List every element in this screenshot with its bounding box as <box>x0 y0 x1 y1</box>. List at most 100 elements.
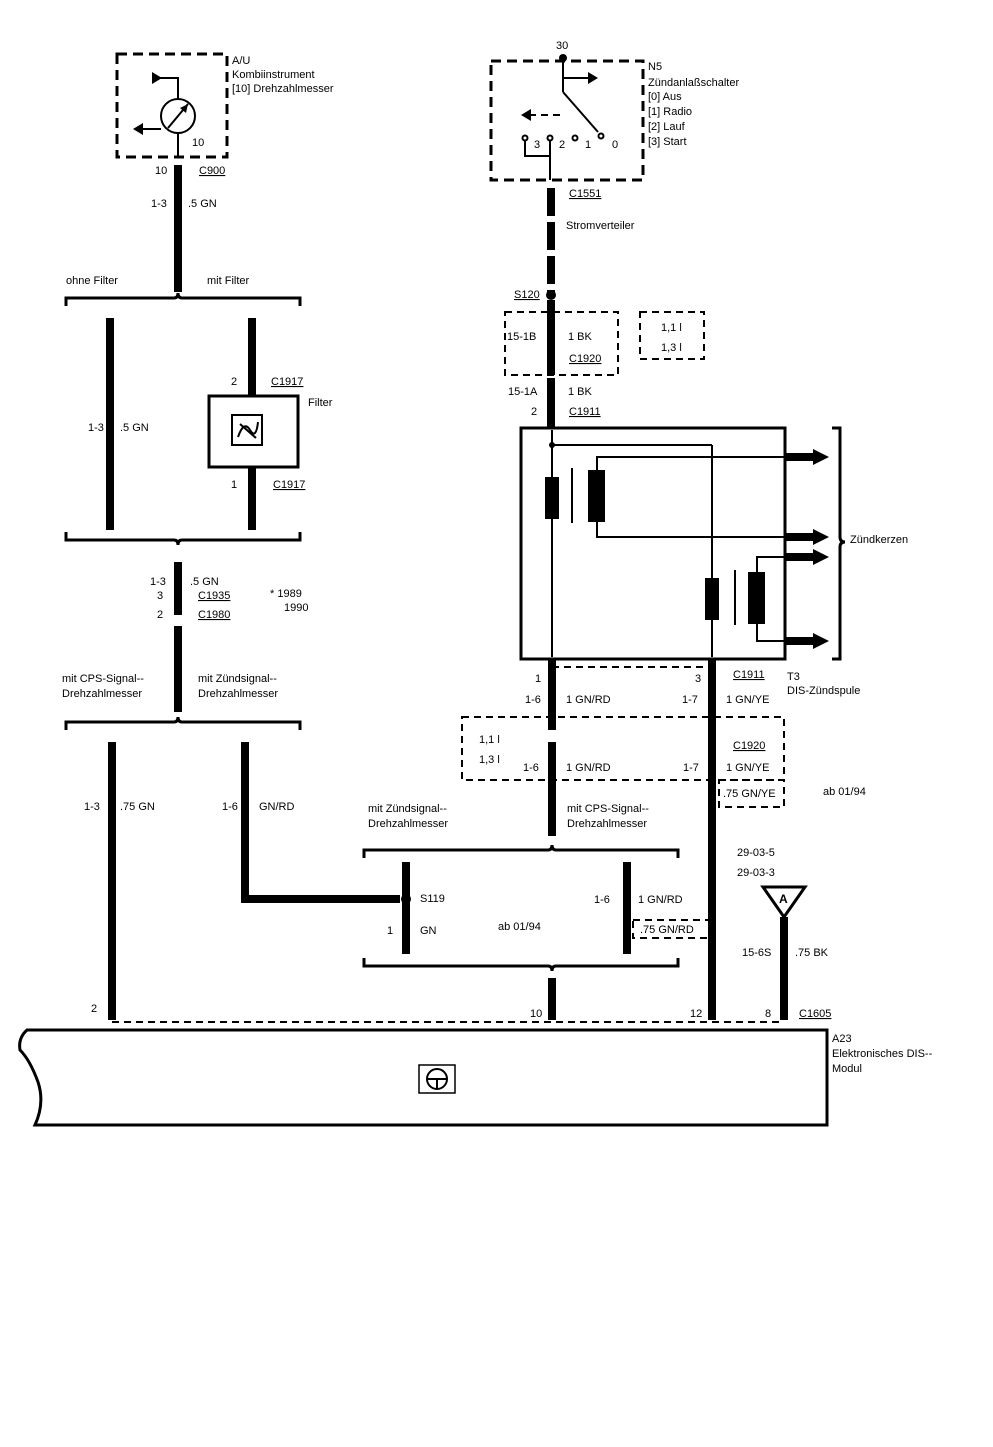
coil-spark: Zündkerzen <box>850 534 908 546</box>
instrument-pin-out: 10 <box>155 165 167 177</box>
power-opt2: 1,3 l <box>661 342 682 354</box>
variant-box-15-1b <box>504 311 619 376</box>
engine-since: ab 01/94 <box>823 786 866 798</box>
bracket-lower-bottom <box>362 958 680 972</box>
label-ign-signal-2: Drehzahlmesser <box>198 688 278 700</box>
instrument-box <box>115 52 229 159</box>
module-pin8: 8 <box>765 1008 771 1020</box>
filter-icon <box>231 414 263 446</box>
engine-c2: 1-7 <box>683 762 699 774</box>
switch-n2: 2 <box>559 139 565 151</box>
filter-label: Filter <box>308 397 333 409</box>
instrument-pin: 10 <box>192 137 204 149</box>
bracket-filter-bottom <box>64 532 302 546</box>
coil-box <box>519 426 787 661</box>
ground-wire: .75 BK <box>795 947 829 959</box>
power-opt1: 1,1 l <box>661 322 682 334</box>
tachometer-icon <box>133 72 196 157</box>
ground-symbol: A <box>779 892 788 906</box>
label-cps-lower: mit CPS-Signal-- <box>567 803 649 815</box>
instrument-circuit: 1-3 <box>151 198 167 210</box>
left-circuit: 1-3 <box>84 801 100 813</box>
lower-c16: 1-6 <box>594 894 610 906</box>
coil-c1: 1-6 <box>525 694 541 706</box>
switch-pos2: [2] Lauf <box>648 121 686 133</box>
power-conn-a: C1920 <box>569 353 601 365</box>
engine-box-top <box>639 311 705 360</box>
switch-n1: 1 <box>585 139 591 151</box>
lower-pin1: 1 <box>387 925 393 937</box>
switch-pos1: [1] Radio <box>648 106 692 118</box>
coil-pin1: 1 <box>535 673 541 685</box>
lower-w16: 1 GN/RD <box>638 894 683 906</box>
coil-name: DIS-Zündspule <box>787 685 860 697</box>
power-wire-b: 1 BK <box>568 386 593 398</box>
label-without-filter: ohne Filter <box>66 275 118 287</box>
engine-c1: 1-6 <box>523 762 539 774</box>
power-pin: 2 <box>531 406 537 418</box>
label-ign-lower-2: Drehzahlmesser <box>368 818 448 830</box>
mid-year-a: * 1989 <box>270 588 302 600</box>
module-pin2: 2 <box>91 1003 97 1015</box>
spark-plug-arrows <box>785 449 829 649</box>
instrument-name: Kombiinstrument <box>232 69 315 81</box>
ignition-coil-icon <box>545 430 785 657</box>
wire-ign-right <box>241 742 400 903</box>
right-wire: GN/RD <box>259 801 295 813</box>
switch-terminal: 30 <box>556 40 568 52</box>
coil-w1: 1 GN/RD <box>566 694 611 706</box>
lower-since: ab 01/94 <box>498 921 541 933</box>
power-conn-b: C1911 <box>569 406 601 418</box>
label-with-filter: mit Filter <box>207 275 250 287</box>
switch-pos3: [3] Start <box>648 136 687 148</box>
bracket-lower-top <box>362 844 680 858</box>
switch-n3: 3 <box>534 139 540 151</box>
switch-connector: C1551 <box>569 188 601 200</box>
alt-wire-box <box>718 779 785 808</box>
power-circuit-a: 15-1B <box>507 331 536 343</box>
engine-conn: C1920 <box>733 740 765 752</box>
switch-box <box>489 59 645 182</box>
switch-distributor: Stromverteiler <box>566 220 635 232</box>
bracket-spark <box>832 426 846 661</box>
switch-n0: 0 <box>612 139 618 151</box>
electronic-module-icon <box>418 1064 456 1094</box>
filter-wire: .5 GN <box>120 422 149 434</box>
ignition-switch-icon <box>521 54 605 180</box>
coil-pin3: 3 <box>695 673 701 685</box>
engine-w1: 1 GN/RD <box>566 762 611 774</box>
right-circuit: 1-6 <box>222 801 238 813</box>
power-splice: S120 <box>514 289 540 301</box>
mid-conn-b: C1980 <box>198 609 230 621</box>
filter-pin-top: 2 <box>231 376 237 388</box>
module-name-2: Modul <box>832 1063 862 1075</box>
module-pin10: 10 <box>530 1008 542 1020</box>
ground-reference-icon <box>760 885 808 920</box>
filter-box <box>207 394 300 469</box>
switch-code: N5 <box>648 61 662 73</box>
label-ign-signal: mit Zündsignal-- <box>198 673 277 685</box>
engine-e2: 1,3 l <box>479 754 500 766</box>
lower-alt: .75 GN/RD <box>640 924 694 936</box>
lower-alt-box <box>632 919 710 939</box>
label-cps-lower-2: Drehzahlmesser <box>567 818 647 830</box>
mid-wire: .5 GN <box>190 576 219 588</box>
label-cps-signal-2: Drehzahlmesser <box>62 688 142 700</box>
mid-pin-b: 2 <box>157 609 163 621</box>
instrument-connector: C900 <box>199 165 225 177</box>
switch-name: Zündanlaßschalter <box>648 77 739 89</box>
instrument-wire: .5 GN <box>188 198 217 210</box>
power-wire-a: 1 BK <box>568 331 593 343</box>
mid-circuit: 1-3 <box>150 576 166 588</box>
filter-pin-bottom: 1 <box>231 479 237 491</box>
left-wire: .75 GN <box>120 801 155 813</box>
engine-e1: 1,1 l <box>479 734 500 746</box>
power-circuit-b: 15-1A <box>508 386 538 398</box>
mid-year-b: 1990 <box>284 602 308 614</box>
ground-circuit: 15-6S <box>742 947 771 959</box>
instrument-code: A/U <box>232 55 250 67</box>
module-pin12: 12 <box>690 1008 702 1020</box>
filter-conn-top: C1917 <box>271 376 303 388</box>
engine-w2: 1 GN/YE <box>726 762 769 774</box>
